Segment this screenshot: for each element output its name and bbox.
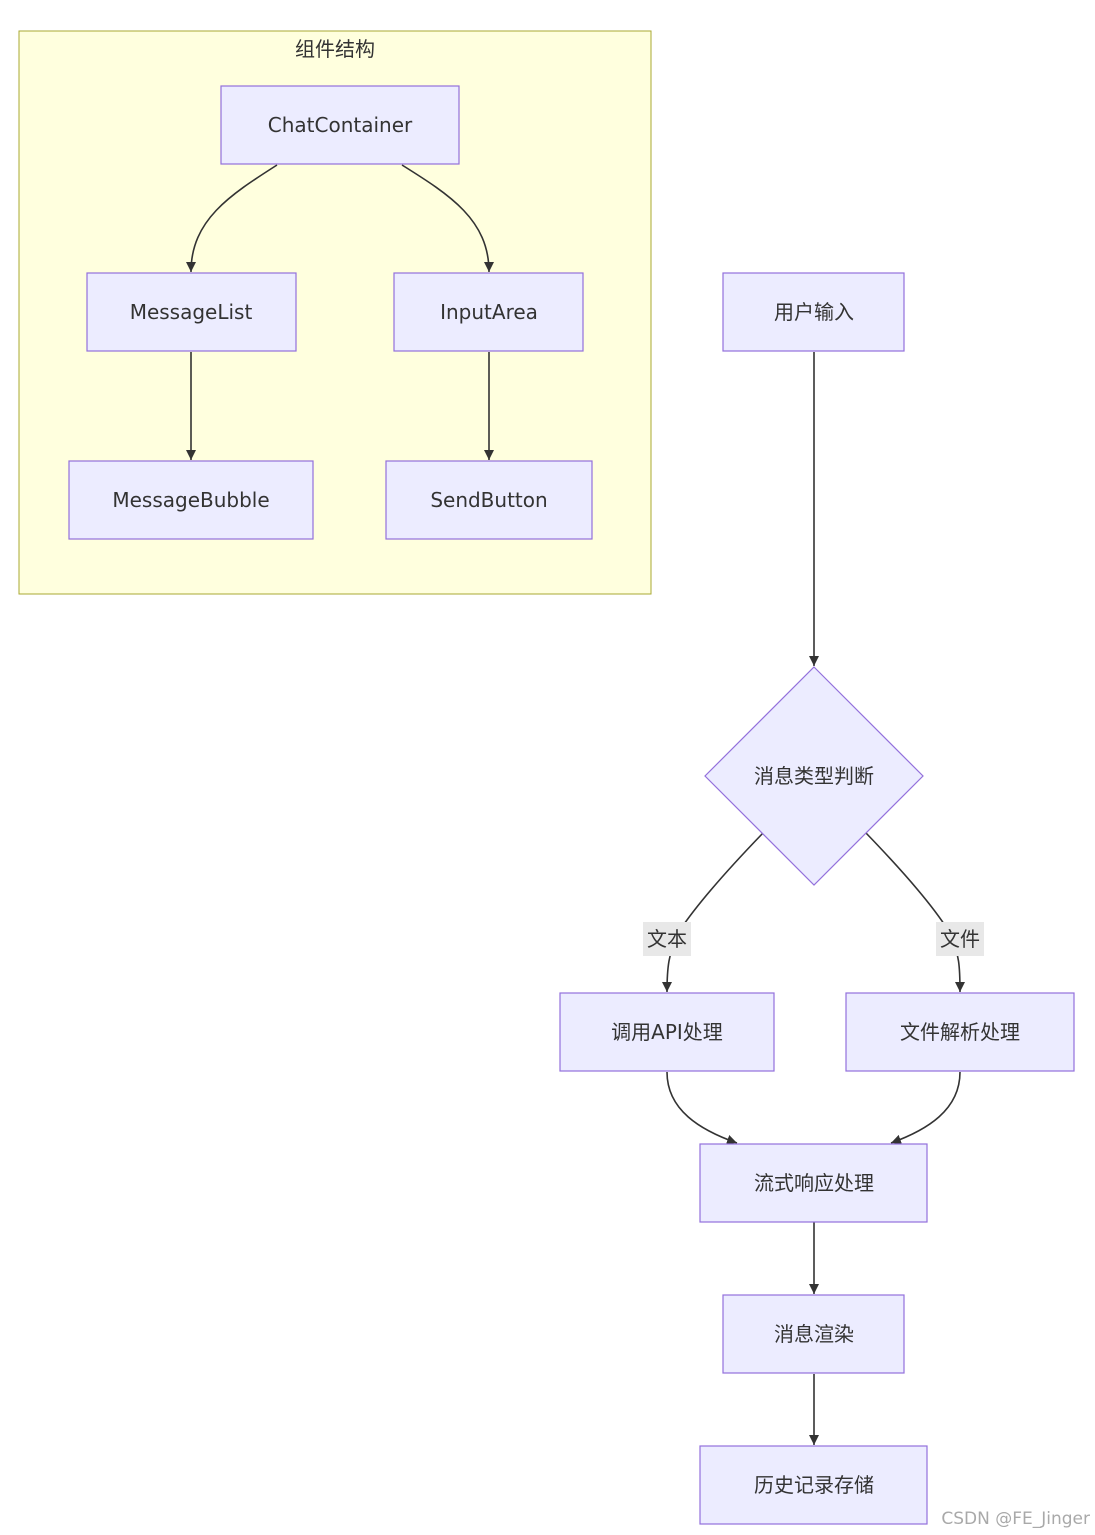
node-messagebubble-label: MessageBubble — [112, 488, 269, 512]
node-message-type-decision-label: 消息类型判断 — [754, 764, 874, 788]
node-messagebubble: MessageBubble — [68, 460, 314, 540]
node-stream-response-label: 流式响应处理 — [754, 1171, 874, 1195]
edge-label-text-value: 文本 — [647, 927, 687, 951]
edge-decision-callapi — [662, 832, 764, 993]
node-messagelist-label: MessageList — [130, 300, 253, 324]
node-call-api: 调用API处理 — [559, 992, 775, 1072]
node-user-input: 用户输入 — [722, 272, 905, 352]
edge-decision-fileparse — [865, 832, 965, 993]
node-chatcontainer-label: ChatContainer — [268, 113, 413, 137]
node-file-parse: 文件解析处理 — [845, 992, 1075, 1072]
node-inputarea: InputArea — [393, 272, 584, 352]
edge-label-file: 文件 — [936, 922, 984, 956]
edge-chatcontainer-messagelist — [186, 164, 278, 273]
node-message-render-label: 消息渲染 — [774, 1322, 854, 1346]
node-message-render: 消息渲染 — [722, 1294, 905, 1374]
node-history-storage: 历史记录存储 — [699, 1445, 928, 1525]
node-message-type-decision: 消息类型判断 — [704, 666, 924, 886]
edge-label-file-value: 文件 — [940, 927, 980, 951]
edge-label-text: 文本 — [643, 922, 691, 956]
node-call-api-label: 调用API处理 — [611, 1020, 723, 1044]
node-stream-response: 流式响应处理 — [699, 1143, 928, 1223]
node-chatcontainer: ChatContainer — [220, 85, 460, 165]
node-sendbutton-label: SendButton — [430, 488, 547, 512]
node-file-parse-label: 文件解析处理 — [900, 1020, 1020, 1044]
node-user-input-label: 用户输入 — [774, 300, 854, 324]
node-sendbutton: SendButton — [385, 460, 593, 540]
edge-fileparse-stream — [890, 1071, 961, 1145]
node-inputarea-label: InputArea — [440, 300, 538, 324]
node-history-storage-label: 历史记录存储 — [754, 1473, 874, 1497]
edge-chatcontainer-inputarea — [401, 164, 494, 273]
watermark-text: CSDN @FE_Jinger — [941, 1509, 1090, 1529]
node-messagelist: MessageList — [86, 272, 297, 352]
edge-callapi-stream — [666, 1071, 738, 1145]
cluster-title: 组件结构 — [295, 37, 375, 61]
